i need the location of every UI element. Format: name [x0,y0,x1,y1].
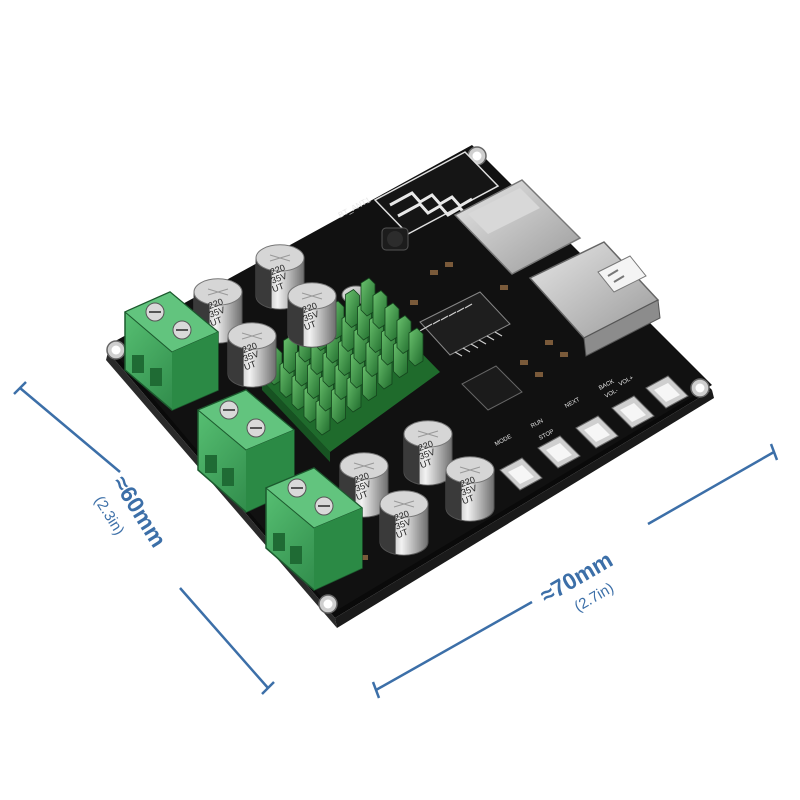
button-label-voldown: VOL- [604,388,619,400]
capacitor-label: 220 [241,340,259,355]
capacitor-label: 220 [301,300,319,315]
capacitor-label: 220 [207,296,225,311]
inductor [381,227,409,251]
capacitor-label: UT [355,489,370,503]
screw-terminal-left [124,291,219,411]
sd-card-slot [453,179,582,275]
button-label-run: RUN [530,418,544,429]
capacitor-label: UT [461,493,476,507]
screw-terminal-right [265,467,363,591]
width-dimension-line [647,450,775,526]
capacitor-label: 220 [393,508,411,523]
capacitor-label: UT [209,315,224,329]
capacitor-label: 220 [417,438,435,453]
capacitor-group: 22035VUT22035VUT22035VUT22035VUT22035VUT… [193,244,495,556]
button-vol [645,375,689,409]
height-dimension-line [179,587,269,689]
heatsink-fin [408,327,424,367]
voltage-regulator [461,365,523,411]
width-dimension-line [375,600,533,692]
button-next [575,415,619,449]
smd-components [360,262,568,560]
capacitor-label: UT [395,527,410,541]
main-ic-chip [417,291,511,357]
height-dimension-line [19,387,121,473]
button-mode [499,457,543,491]
capacitor-label: 220 [459,474,477,489]
usb-port [528,241,661,357]
button-run [537,435,581,469]
capacitor-label: UT [271,281,286,295]
capacitor-label: 220 [353,470,371,485]
button-back [611,395,655,429]
capacitor-label: UT [243,359,258,373]
capacitor-label: 220 [269,262,287,277]
capacitor-label: UT [303,319,318,333]
capacitor-label: UT [419,457,434,471]
